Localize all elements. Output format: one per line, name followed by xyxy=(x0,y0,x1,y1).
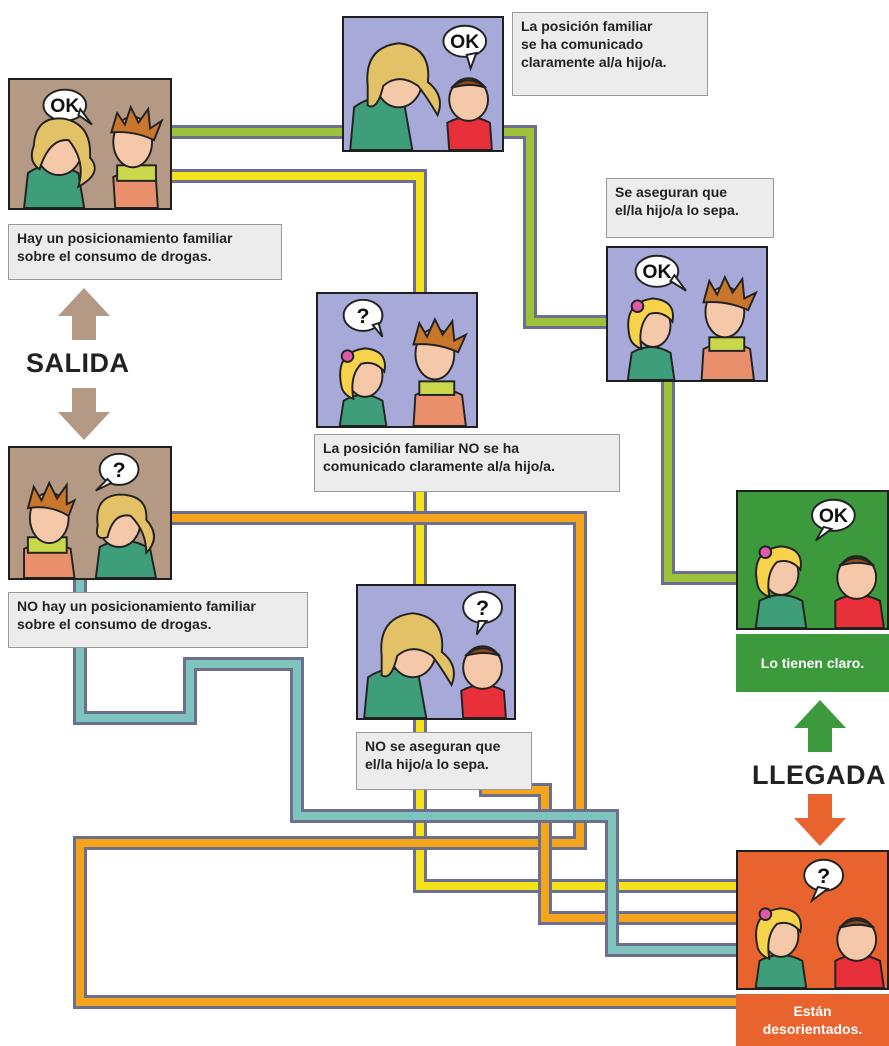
panel-question-family: ? xyxy=(8,446,172,580)
panel-ok-se-aseguran: OK xyxy=(606,246,768,382)
arrow-down-from-salida xyxy=(58,388,110,440)
label-salida: SALIDA xyxy=(26,348,130,378)
panel-ok-family: OK xyxy=(8,78,172,210)
bubble-ok-text: OK xyxy=(642,261,671,283)
arrow-up-to-ok xyxy=(794,700,846,752)
bubble-ok-text: OK xyxy=(819,505,848,527)
panel-question-no-se-aseguran: ? xyxy=(356,584,516,720)
bubble-question-text: ? xyxy=(476,596,489,620)
caption-lo-tienen-claro: Lo tienen claro. xyxy=(736,634,889,692)
caption-se-aseguran: Se aseguran que el/la hijo/a lo sepa. xyxy=(606,178,774,238)
bubble-ok-text: OK xyxy=(50,95,79,117)
panel-question-no-comunicado: ? xyxy=(316,292,478,428)
bubble-question-text: ? xyxy=(113,458,126,482)
caption-desorientados: Están desorientados. xyxy=(736,994,889,1046)
caption-no-hay-posicionamiento: NO hay un posicionamiento familiar sobre… xyxy=(8,592,308,648)
panel-ok-comunicado: OK xyxy=(342,16,504,152)
bubble-ok-text: OK xyxy=(450,31,479,53)
panel-ok-lo-tienen-claro: OK xyxy=(736,490,889,630)
caption-no-se-aseguran: NO se aseguran que el/la hijo/a lo sepa. xyxy=(356,732,532,790)
caption-hay-posicionamiento: Hay un posicionamiento familiar sobre el… xyxy=(8,224,282,280)
bubble-question-text: ? xyxy=(817,864,830,888)
panel-question-desorientados: ? xyxy=(736,850,889,990)
arrow-up-to-salida xyxy=(58,288,110,340)
teal-route xyxy=(73,580,740,957)
label-llegada: LLEGADA xyxy=(752,760,886,790)
bubble-question-text: ? xyxy=(357,304,370,328)
arrow-down-to-question xyxy=(794,794,846,846)
caption-no-comunicado: La posición familiar NO se ha comunicado… xyxy=(314,434,620,492)
caption-comunicado: La posición familiar se ha comunicado cl… xyxy=(512,12,708,96)
